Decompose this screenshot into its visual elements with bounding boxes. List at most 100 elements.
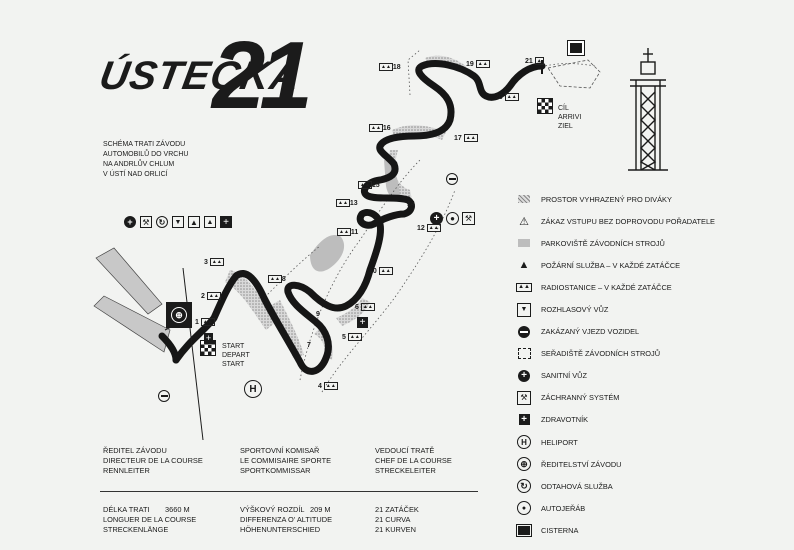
rescue-system-icon: ⚒ [140, 216, 152, 228]
legend-item: ▼ ROZHLASOVÝ VŮZ [517, 298, 787, 320]
rescue-system-icon: ⚒ [462, 212, 475, 225]
ambulance-icon: + [517, 369, 531, 383]
assembly-area [547, 59, 601, 89]
legend-item: ↻ ODTAHOVÁ SLUŽBA [517, 475, 787, 497]
speaker-van-icon: ▼ [517, 302, 531, 317]
no-entry-icon [446, 173, 458, 185]
radio-station-icon: ▲ [204, 216, 216, 228]
legend-item: SEŘADIŠTĚ ZÁVODNÍCH STROJŮ [517, 343, 787, 365]
radio-tower-icon [628, 48, 668, 171]
turn-number: 5▲▲ [342, 333, 362, 341]
race-track [172, 60, 546, 375]
turn-number: 12▲▲ [417, 224, 441, 232]
turn-number: 20▲▲ [495, 93, 519, 101]
start-spur [158, 332, 180, 364]
crane-icon: ● [517, 501, 531, 516]
paddock-areas [93, 247, 171, 353]
logo: ÚSTECKÁ 21 [96, 28, 330, 134]
turn-number: 17▲▲ [454, 134, 478, 142]
spectator-area-icon [517, 192, 531, 206]
divider [100, 491, 478, 492]
description-line: AUTOMOBILŮ DO VRCHU [103, 151, 189, 158]
assembly-area-icon [517, 347, 531, 361]
medic-icon: + [220, 216, 232, 228]
legend-item: PARKOVIŠTĚ ZÁVODNÍCH STROJŮ [517, 232, 787, 254]
description-line: V ÚSTÍ NAD ORLICÍ [103, 171, 168, 178]
finish-label: CÍL ARRIVI ZIEL [558, 104, 581, 131]
turn-number: 4▲▲ [318, 382, 338, 390]
ambulance-icon: + [124, 216, 136, 228]
ambulance-icon: + [430, 212, 443, 225]
race-direction-icon: ⊕ [517, 457, 531, 472]
race-direction-icon: ⊕ [171, 307, 187, 323]
track-description: SCHÉMA TRATI ZÁVODU AUTOMOBILŮ DO VRCHU … [103, 140, 188, 180]
no-entry-icon [517, 325, 531, 339]
race-direction-building: ⊕ [166, 302, 192, 328]
legend-item: ZAKÁZANÝ VJEZD VOZIDEL [517, 321, 787, 343]
legend: PROSTOR VYHRAZENÝ PRO DIVÁKY ⚠ ZÁKAZ VST… [516, 188, 787, 542]
turn-number: 6▲▲ [355, 303, 375, 311]
legend-item: PROSTOR VYHRAZENÝ PRO DIVÁKY [517, 188, 787, 210]
turn-number: ▲▲8 [268, 275, 286, 283]
tow-service-icon: ↻ [156, 216, 168, 228]
turn-number: ▲▲16 [369, 124, 391, 132]
crane-icon: ● [446, 212, 459, 225]
medic-icon: + [357, 317, 368, 328]
tow-service-icon: ↻ [517, 479, 531, 494]
rescue-system-icon: ⚒ [517, 390, 531, 405]
speaker-van-icon: ▼ [172, 216, 184, 228]
service-icons-row: + ⚒ ↻ ▼ ▲ ▲ + [124, 216, 232, 228]
finish-flag-icon [537, 98, 553, 114]
legend-item: ⊕ ŘEDITELSTVÍ ZÁVODU [517, 453, 787, 475]
description-line: NA ANDRLŮV CHLUM [103, 161, 175, 168]
no-entry-icon [158, 390, 170, 402]
stat-value: 209 m [310, 505, 331, 514]
turn-number: ▲▲18 [379, 63, 401, 71]
start-label-line: START [222, 343, 245, 350]
radio-station-icon: ▲▲ [516, 282, 532, 292]
turn-number: ▲▲15 [358, 181, 380, 189]
legend-item: ● AUTOJEŘÁB [517, 497, 787, 519]
turn-number: 21▲ [525, 57, 544, 65]
medic-icon: + [204, 333, 213, 344]
legend-item: + ZDRAVOTNÍK [517, 409, 787, 431]
turn-number: 1▲▲ [195, 318, 215, 326]
helipad-letter: H [249, 383, 257, 395]
logo-number: 21 [212, 22, 313, 129]
turn-number: 14 [407, 201, 415, 208]
turn-number: 10▲▲ [369, 267, 393, 275]
stat-value: 3660 m [165, 505, 190, 514]
turn-number: ▲▲13 [336, 199, 358, 207]
turn-number: 2▲▲ [201, 292, 221, 300]
tank-truck-icon [516, 523, 532, 537]
medic-icon: + [517, 413, 531, 427]
fire-service-icon: ▲ [518, 259, 530, 272]
turn-number: 3▲▲ [204, 258, 224, 266]
helipad-icon: H [517, 435, 531, 450]
legend-item: ⚠ ZÁKAZ VSTUPU BEZ DOPROVODU POŘADATELE [517, 210, 787, 232]
start-label-line: DEPART [222, 352, 250, 359]
legend-item: H HELIPORT [517, 431, 787, 453]
turn-number: 7 [307, 342, 311, 349]
legend-item: ⚒ ZÁCHRANNÝ SYSTÉM [517, 387, 787, 409]
tank-truck-icon [567, 40, 585, 56]
turn-number: 19▲▲ [466, 60, 490, 68]
parking-icon [517, 236, 531, 250]
start-label-line: START [222, 361, 245, 368]
turn-number: 9 [316, 311, 320, 318]
helipad-icon: H [244, 380, 262, 398]
legend-item: CISTERNA [516, 519, 787, 541]
fire-service-icon: ▲ [188, 216, 200, 228]
turn-number: ▲▲11 [337, 228, 359, 236]
pointer-line [182, 267, 204, 441]
finish-label-line: CÍL [558, 105, 569, 112]
legend-item: ▲▲ RADIOSTANICE – V KAŽDÉ ZATÁČCE [516, 276, 787, 298]
legend-item: + SANITNÍ VŮZ [517, 365, 787, 387]
description-line: SCHÉMA TRATI ZÁVODU [103, 141, 186, 148]
